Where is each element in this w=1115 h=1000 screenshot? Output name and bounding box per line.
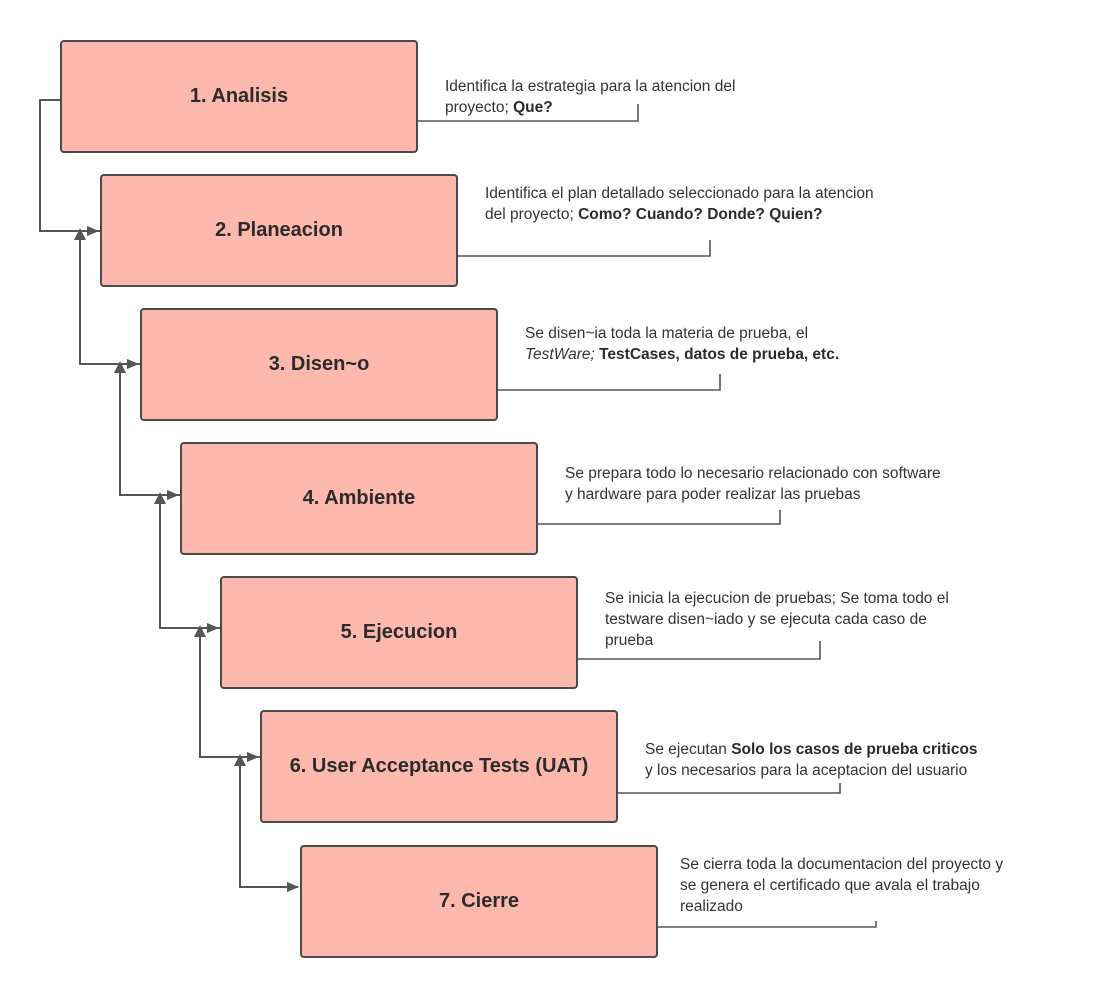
phase-note-analisis: Identifica la estrategia para la atencio…	[445, 76, 735, 118]
note-bracket-5	[578, 641, 821, 660]
phase-box-ambiente: 4. Ambiente	[180, 442, 538, 555]
note-line: Se disen~ia toda la materia de prueba, e…	[525, 323, 839, 344]
note-line: Se ejecutan Solo los casos de prueba cri…	[645, 739, 978, 760]
phase-title-analisis: 1. Analisis	[189, 85, 289, 107]
note-line: Se prepara todo lo necesario relacionado…	[565, 463, 941, 484]
phase-title-uat: 6. User Acceptance Tests (UAT)	[289, 755, 589, 777]
feedback-arrowhead-2	[74, 228, 86, 240]
phase-note-uat: Se ejecutan Solo los casos de prueba cri…	[645, 739, 978, 781]
note-text: proyecto;	[445, 99, 514, 116]
feedback-arrowhead-6	[234, 754, 246, 766]
note-text: Se inicia la ejecucion de pruebas; Se to…	[605, 590, 949, 607]
note-text: realizado	[680, 898, 743, 915]
note-emphasis: Que?	[513, 99, 553, 116]
note-line: testware disen~iado y se ejecuta cada ca…	[605, 609, 949, 630]
note-text: Identifica la estrategia para la atencio…	[445, 78, 736, 95]
note-line: prueba	[605, 630, 949, 651]
note-emphasis: Solo los casos de prueba criticos	[731, 741, 978, 758]
phase-box-diseno: 3. Disen~o	[140, 308, 498, 421]
phase-title-planeacion: 2. Planeacion	[215, 219, 343, 241]
note-line: TestWare; TestCases, datos de prueba, et…	[525, 344, 839, 365]
phase-box-uat: 6. User Acceptance Tests (UAT)	[260, 710, 618, 823]
phase-box-planeacion: 2. Planeacion	[100, 174, 458, 287]
note-bracket-3	[498, 374, 721, 391]
note-line: Se inicia la ejecucion de pruebas; Se to…	[605, 588, 949, 609]
phase-title-cierre: 7. Cierre	[438, 890, 520, 912]
feedback-arrowhead-4	[154, 492, 166, 504]
note-bracket-1	[418, 104, 639, 122]
phase-title-ambiente: 4. Ambiente	[302, 487, 416, 509]
note-bracket-4	[538, 510, 781, 525]
note-bracket-2	[458, 240, 711, 257]
note-bracket-7	[658, 921, 877, 928]
note-text: prueba	[605, 632, 654, 649]
note-text: Se disen~ia toda la materia de prueba, e…	[525, 325, 809, 342]
phase-title-ejecucion: 5. Ejecucion	[340, 621, 458, 643]
phase-box-ejecucion: 5. Ejecucion	[220, 576, 578, 689]
note-line: y los necesarios para la aceptacion del …	[645, 760, 978, 781]
note-text: y los necesarios para la aceptacion del …	[645, 762, 968, 779]
note-line: Identifica el plan detallado seleccionad…	[485, 183, 874, 204]
note-line: se genera el certificado que avala el tr…	[680, 875, 1003, 896]
note-line: Identifica la estrategia para la atencio…	[445, 76, 735, 97]
phase-note-ejecucion: Se inicia la ejecucion de pruebas; Se to…	[605, 588, 949, 651]
note-text: y hardware para poder realizar las prueb…	[565, 486, 861, 503]
connector-1-2	[39, 99, 99, 236]
note-line: Se cierra toda la documentacion del proy…	[680, 854, 1003, 875]
phase-title-diseno: 3. Disen~o	[268, 353, 370, 375]
note-line: y hardware para poder realizar las prueb…	[565, 484, 941, 505]
note-italic: TestWare;	[525, 346, 595, 363]
note-text: Se cierra toda la documentacion del proy…	[680, 856, 1004, 873]
note-line: del proyecto; Como? Cuando? Donde? Quien…	[485, 204, 874, 225]
note-emphasis: Como? Cuando? Donde? Quien?	[578, 206, 823, 223]
phase-box-analisis: 1. Analisis	[60, 40, 418, 153]
note-text: Se ejecutan	[645, 741, 732, 758]
note-bracket-6	[618, 783, 841, 794]
phase-note-planeacion: Identifica el plan detallado seleccionad…	[485, 183, 874, 225]
note-text: Identifica el plan detallado seleccionad…	[485, 185, 874, 202]
note-line: realizado	[680, 896, 1003, 917]
note-text: del proyecto;	[485, 206, 579, 223]
feedback-arrowhead-5	[194, 625, 206, 637]
feedback-arrowhead-3	[114, 361, 126, 373]
note-emphasis: TestCases, datos de prueba, etc.	[599, 346, 840, 363]
note-text: Se prepara todo lo necesario relacionado…	[565, 465, 941, 482]
phase-note-ambiente: Se prepara todo lo necesario relacionado…	[565, 463, 941, 505]
phase-note-cierre: Se cierra toda la documentacion del proy…	[680, 854, 1003, 917]
phase-box-cierre: 7. Cierre	[300, 845, 658, 958]
phase-note-diseno: Se disen~ia toda la materia de prueba, e…	[525, 323, 839, 365]
note-text: testware disen~iado y se ejecuta cada ca…	[605, 611, 927, 628]
note-line: proyecto; Que?	[445, 97, 735, 118]
note-text: se genera el certificado que avala el tr…	[680, 877, 980, 894]
